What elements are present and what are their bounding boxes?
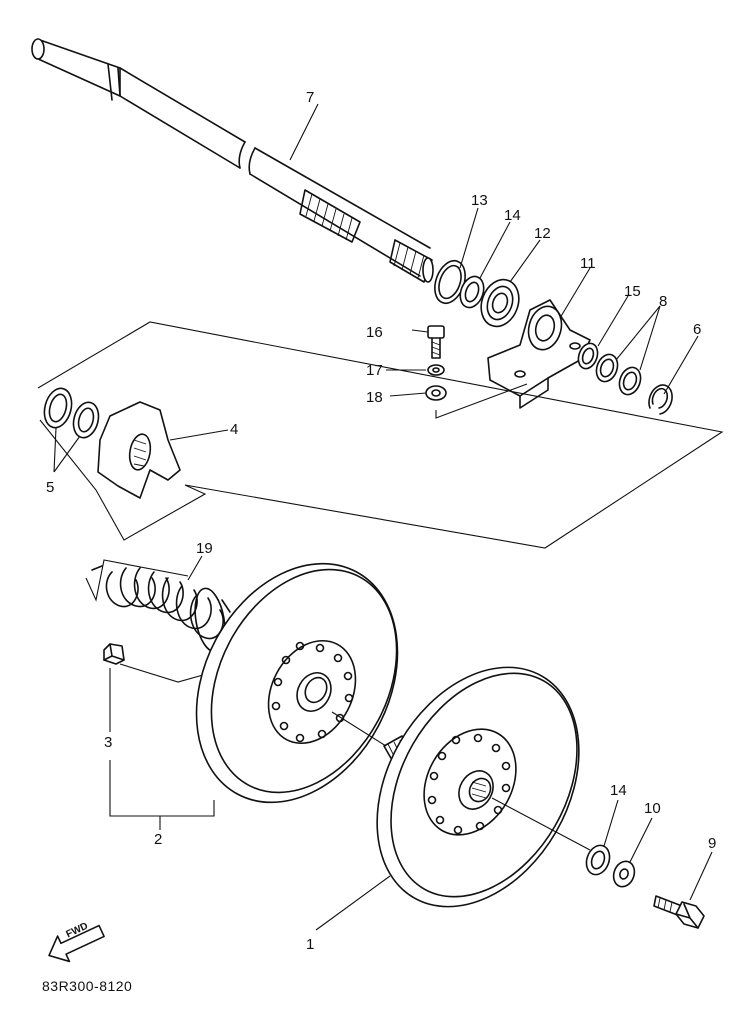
- callout-1: 1: [306, 936, 315, 953]
- axis-leader: [331, 711, 387, 747]
- callout-14-lower: 14: [610, 782, 627, 799]
- shaft-part-7: [31, 38, 434, 283]
- bolt-part-16: [427, 325, 445, 359]
- callout-17: 17: [366, 362, 383, 379]
- callout-5: 5: [46, 479, 55, 496]
- callout-12: 12: [534, 225, 551, 242]
- callout-3: 3: [104, 734, 113, 751]
- axis-leader-front: [491, 797, 591, 851]
- shaft-spline: [299, 189, 433, 283]
- bolt-part-9: [653, 895, 705, 929]
- callout-18: 18: [366, 389, 383, 406]
- callout-15: 15: [624, 283, 641, 300]
- washer-part-18: [425, 385, 447, 401]
- spring-bracket: [85, 559, 189, 602]
- collar-part-15: [577, 342, 599, 370]
- washer-part-14-upper: [459, 275, 485, 309]
- callout-4: 4: [230, 421, 239, 438]
- bearing-housing-part-11: [487, 299, 591, 409]
- callout-7: 7: [306, 89, 315, 106]
- washer-part-10: [612, 860, 636, 888]
- shim-part-8: [595, 353, 642, 396]
- lock-washer-part-17: [427, 364, 445, 376]
- nut-part-3: [103, 643, 125, 665]
- callout-8: 8: [659, 293, 668, 310]
- leader-lines: [53, 103, 713, 931]
- callout-16: 16: [366, 324, 383, 341]
- washer-part-14-lower: [585, 844, 611, 876]
- fixed-sheave-bolt-holes: [427, 733, 511, 835]
- movable-sheave-part-2: [195, 562, 399, 804]
- callout-19: 19: [196, 540, 213, 557]
- housing-leader: [435, 383, 528, 419]
- sheave-bolt-holes: [271, 641, 354, 743]
- assembly-outline: [37, 321, 724, 549]
- callout-6: 6: [693, 321, 702, 338]
- spring-part-19: [91, 565, 231, 653]
- callout-13: 13: [471, 192, 488, 209]
- fixed-sheave-part-1: [376, 666, 580, 908]
- callout-10: 10: [644, 800, 661, 817]
- callout-11: 11: [580, 255, 596, 272]
- drawing-code: 83R300-8120: [42, 978, 133, 994]
- forward-arrow-icon: [48, 924, 105, 963]
- circlip-part-6: [648, 384, 673, 415]
- spacer-part-5: [43, 387, 100, 439]
- bearing-part-12: [480, 278, 520, 328]
- callout-9: 9: [708, 835, 717, 852]
- cam-part-4: [97, 401, 181, 499]
- callout-14-upper: 14: [504, 207, 521, 224]
- callout-2: 2: [154, 831, 163, 848]
